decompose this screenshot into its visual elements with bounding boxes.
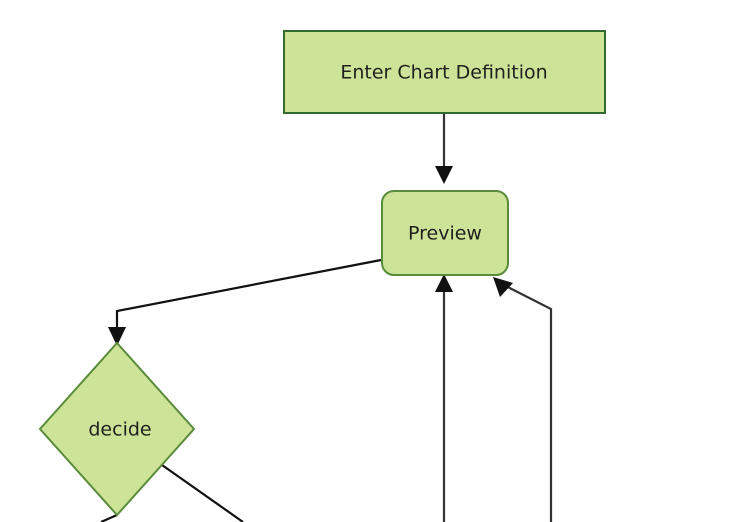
node-enter-chart-definition[interactable]: Enter Chart Definition xyxy=(283,30,606,114)
node-preview-shape[interactable] xyxy=(381,190,509,276)
node-enter-chart-definition-shape[interactable] xyxy=(283,30,606,114)
arrow-head-into-preview-bottom-right xyxy=(493,277,513,297)
arrow-head-into-preview-bottom-center xyxy=(435,274,453,292)
arrow-head-into-preview-top xyxy=(435,166,453,184)
edge-decide-bottom-out xyxy=(100,513,118,522)
edge-decide-right-out xyxy=(161,464,244,522)
node-layer: Enter Chart Definition Preview decide xyxy=(38,30,606,517)
node-decide[interactable]: decide xyxy=(38,341,196,517)
node-decide-shape[interactable] xyxy=(38,341,196,517)
node-enter-chart-definition-label: Enter Chart Definition xyxy=(340,62,547,84)
edge-preview-to-decide xyxy=(115,258,382,336)
node-decide-label: decide xyxy=(88,419,151,441)
arrow-head-into-decide-top xyxy=(108,327,126,346)
edge-layer xyxy=(100,114,553,522)
node-preview-label: Preview xyxy=(408,223,482,245)
node-preview[interactable]: Preview xyxy=(381,190,509,276)
edge-bottom-right-to-preview xyxy=(499,282,553,522)
